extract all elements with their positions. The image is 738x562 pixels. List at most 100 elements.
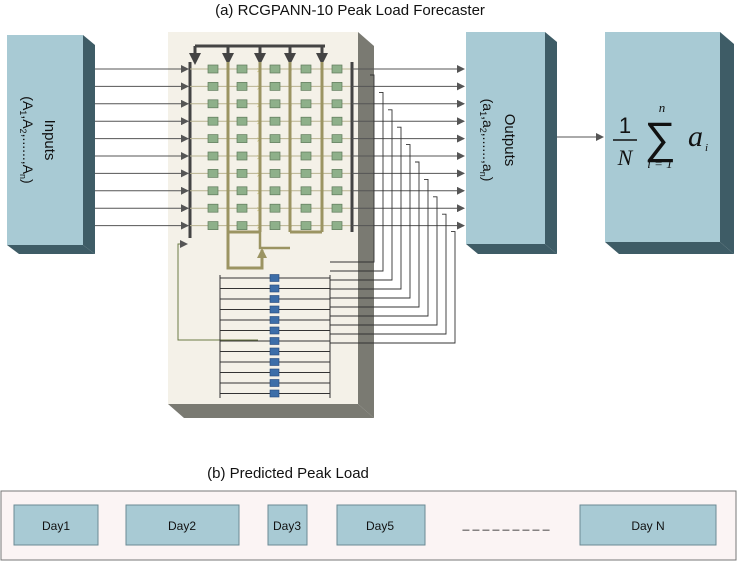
day-box-n: Day N <box>579 504 717 546</box>
grid-node <box>331 99 343 109</box>
lower-blue-node <box>269 379 280 387</box>
grid-node <box>269 82 281 91</box>
day-label-1: Day1 <box>42 519 70 533</box>
grid-node <box>269 169 281 178</box>
output-feedback-line <box>330 91 384 272</box>
grid-node <box>331 186 343 196</box>
output-feedback-line <box>330 74 375 263</box>
grid-node <box>300 99 312 109</box>
day-label-n: Day N <box>631 519 664 533</box>
grid-node <box>236 82 248 91</box>
average-block: 1 N ∑ n i = 1 a i <box>605 32 734 254</box>
panel-b-title: (b) Predicted Peak Load <box>207 465 369 482</box>
grid-node <box>331 134 343 143</box>
formula-a: a <box>688 120 703 153</box>
day-label-5: Day5 <box>366 519 394 533</box>
lower-blue-node <box>269 274 280 282</box>
output-feedback-line <box>330 161 420 308</box>
grid-node <box>331 116 343 126</box>
grid-node <box>269 116 281 126</box>
grid-node <box>300 186 312 196</box>
formula-numerator: 1 <box>619 113 631 138</box>
days-ellipsis: _ _ _ _ _ _ _ _ _ <box>462 517 550 531</box>
input-arrows <box>95 65 189 230</box>
grid-node <box>300 134 312 143</box>
lower-blue-node <box>269 316 280 324</box>
sum-upper-limit: n <box>659 100 666 115</box>
lower-blue-node <box>269 347 280 356</box>
sum-lower-limit: i = 1 <box>647 156 672 171</box>
grid-node <box>269 151 281 161</box>
grid-node <box>331 203 343 213</box>
grid-node <box>269 64 281 74</box>
day-box-5: Day5 <box>336 504 426 546</box>
grid-node <box>331 64 343 74</box>
day-box-2: Day2 <box>125 504 240 546</box>
grid-node <box>207 221 219 230</box>
grid-node <box>236 116 248 126</box>
grid-node <box>207 203 219 213</box>
grid-node <box>300 82 312 91</box>
output-feedback-line <box>330 144 411 299</box>
output-feedback-line <box>330 178 429 317</box>
grid-node <box>207 82 219 91</box>
grid-node <box>269 186 281 196</box>
inputs-title: Inputs <box>41 120 58 161</box>
grid-node <box>331 151 343 161</box>
day-label-3: Day3 <box>273 519 301 533</box>
output-feedback-lines <box>330 74 456 344</box>
grid-node <box>207 169 219 178</box>
grid-node <box>269 203 281 213</box>
grid-node <box>269 99 281 109</box>
inputs-subtitle: (A1,A2,......,An) <box>18 96 36 183</box>
grid-node <box>236 134 248 143</box>
output-feedback-line <box>330 109 393 281</box>
grid-node <box>236 221 248 230</box>
day-box-3: Day3 <box>267 504 308 546</box>
grid-node <box>300 203 312 213</box>
inputs-block: Inputs (A1,A2,......,An) <box>7 35 95 254</box>
grid-node <box>207 64 219 74</box>
lower-blue-node <box>269 305 280 314</box>
lower-blue-node <box>269 326 280 335</box>
grid-node <box>236 203 248 213</box>
lower-blue-node <box>269 358 280 366</box>
output-feedback-line <box>330 231 456 344</box>
grid-node <box>236 99 248 109</box>
day-box-1: Day1 <box>13 504 99 546</box>
panel-a-title: (a) RCGPANN-10 Peak Load Forecaster <box>215 2 485 19</box>
output-feedback-line <box>330 213 447 335</box>
outputs-title: Outputs <box>501 114 518 167</box>
grid-nodes <box>207 64 343 230</box>
lower-blue-node <box>269 284 280 293</box>
network-block <box>168 32 374 418</box>
olive-loop <box>226 232 267 270</box>
grid-node <box>269 221 281 230</box>
grid-node <box>300 221 312 230</box>
grid-node <box>207 151 219 161</box>
feedback-loops <box>189 44 328 270</box>
lower-node-section <box>219 274 331 398</box>
grid-node <box>300 151 312 161</box>
lower-blue-node <box>269 389 280 398</box>
output-arrows <box>352 65 465 230</box>
lower-blue-node <box>269 337 280 345</box>
lower-blue-node <box>269 295 280 303</box>
grid-node <box>300 116 312 126</box>
grid-node <box>207 99 219 109</box>
outputs-block: Outputs (a1,a2,......,an) <box>466 32 557 254</box>
formula-denominator: N <box>617 145 634 170</box>
grid-node <box>331 82 343 91</box>
formula-subscript-i: i <box>705 142 708 154</box>
grid-node <box>331 169 343 178</box>
day-label-2: Day2 <box>168 519 196 533</box>
lower-blue-node <box>269 368 280 377</box>
average-formula: 1 N ∑ n i = 1 a i <box>613 100 708 171</box>
grid-node <box>300 64 312 74</box>
outputs-subtitle: (a1,a2,......,an) <box>478 99 496 182</box>
grid-node <box>207 134 219 143</box>
grid-node <box>269 134 281 143</box>
grid-node <box>207 116 219 126</box>
sigma-symbol: ∑ <box>644 114 675 163</box>
